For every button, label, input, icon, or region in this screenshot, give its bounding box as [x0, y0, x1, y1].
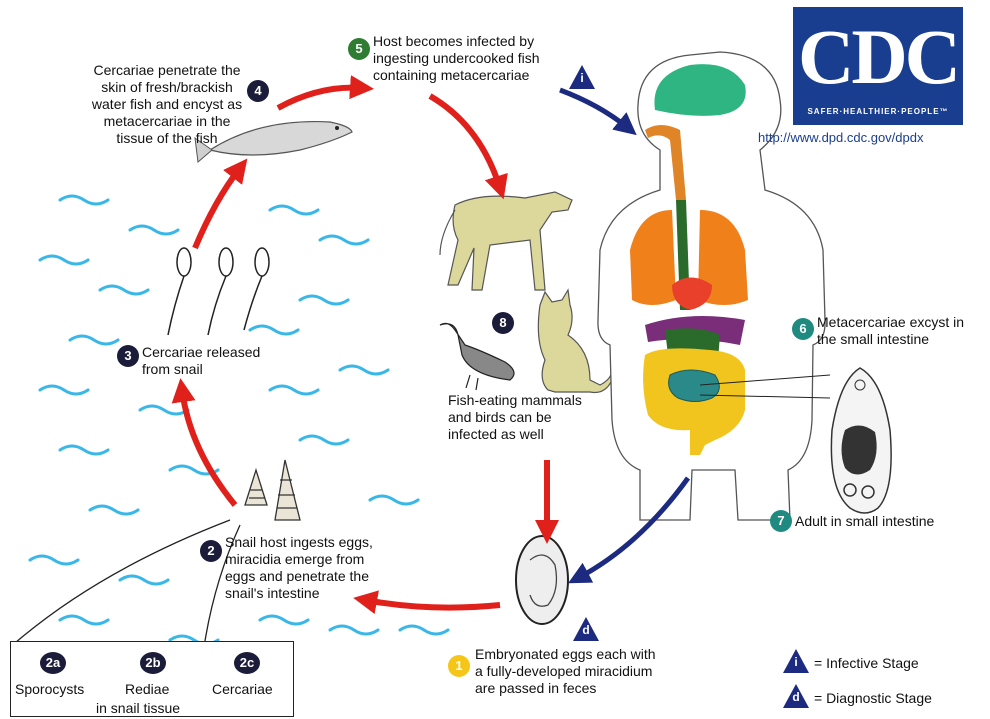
step-7-badge: 7 [770, 510, 792, 532]
step-1-badge: 1 [448, 655, 470, 677]
stage-2a-badge: 2a [40, 652, 66, 674]
step-5-line: ingesting undercooked fish [373, 50, 573, 67]
adult-worm-icon [831, 368, 891, 513]
step-2-line: eggs and penetrate the [225, 568, 425, 585]
step-5-text: Host becomes infected by ingesting under… [373, 33, 573, 84]
step-6-line: Metacercariae excyst in [817, 314, 987, 331]
step-1-text: Embryonated eggs each with a fully-devel… [475, 646, 705, 697]
cdc-logo-letters: CDC [793, 7, 963, 107]
legend-diagnostic-icon: d [782, 683, 810, 709]
cdc-logo: CDC SAFER·HEALTHIER·PEOPLE™ [793, 7, 963, 125]
step-8-line: infected as well [448, 426, 618, 443]
diagnostic-stage-marker-icon: d [572, 616, 600, 642]
human-body-icon [598, 52, 825, 520]
step-1-line: Embryonated eggs each with [475, 646, 705, 663]
step-3-line: from snail [142, 361, 292, 378]
infective-stage-marker-icon: i [568, 64, 596, 90]
step-4-badge: 4 [247, 80, 269, 102]
step-8-text: Fish-eating mammals and birds can be inf… [448, 392, 618, 443]
legend-diagnostic-letter: d [782, 690, 810, 704]
cercariae-label: Cercariae [212, 681, 273, 698]
step-3-badge: 3 [117, 345, 139, 367]
step-4-line: skin of fresh/brackish [72, 79, 262, 96]
stage-2c-badge: 2c [234, 652, 260, 674]
step-6-line: the small intestine [817, 331, 987, 348]
sporocysts-label: Sporocysts [15, 681, 84, 698]
legend-infective-icon: i [782, 648, 810, 674]
dog-icon [440, 192, 572, 290]
step-3-text: Cercariae released from snail [142, 344, 292, 378]
source-url[interactable]: http://www.dpd.cdc.gov/dpdx [758, 130, 923, 145]
rediae-label: Rediae [125, 681, 169, 698]
legend-infective-label: = Infective Stage [814, 655, 984, 672]
step-2-line: miracidia emerge from [225, 551, 425, 568]
egg-icon [516, 536, 568, 624]
legend-infective-letter: i [782, 655, 810, 669]
cdc-logo-tagline: SAFER·HEALTHIER·PEOPLE™ [793, 107, 963, 116]
snail-icon [245, 460, 300, 520]
step-2-line: Snail host ingests eggs, [225, 534, 425, 551]
step-4-line: tissue of the fish [72, 130, 262, 147]
step-3-line: Cercariae released [142, 344, 292, 361]
step-1-line: are passed in feces [475, 680, 705, 697]
step-4-text: Cercariae penetrate the skin of fresh/br… [72, 62, 262, 147]
step-5-line: Host becomes infected by [373, 33, 573, 50]
step-4-line: metacercariae in the [72, 113, 262, 130]
step-2-text: Snail host ingests eggs, miracidia emerg… [225, 534, 425, 602]
infective-marker-letter: i [568, 71, 596, 85]
cercariae-icon [168, 248, 269, 335]
step-7-text: Adult in small intestine [795, 513, 985, 530]
snail-tissue-caption: in snail tissue [96, 700, 180, 717]
step-8-line: and birds can be [448, 409, 618, 426]
step-1-line: a fully-developed miracidium [475, 663, 705, 680]
step-2-badge: 2 [200, 540, 222, 562]
step-8-line: Fish-eating mammals [448, 392, 618, 409]
legend-diagnostic-label: = Diagnostic Stage [814, 690, 984, 707]
step-4-line: water fish and encyst as [72, 96, 262, 113]
step-8-badge: 8 [492, 312, 514, 334]
step-4-line: Cercariae penetrate the [72, 62, 262, 79]
stage-2b-badge: 2b [140, 652, 166, 674]
diagnostic-marker-letter: d [572, 623, 600, 637]
step-5-line: containing metacercariae [373, 67, 573, 84]
step-6-badge: 6 [792, 318, 814, 340]
step-2-line: snail's intestine [225, 585, 425, 602]
step-5-badge: 5 [348, 38, 370, 60]
step-6-text: Metacercariae excyst in the small intest… [817, 314, 987, 348]
